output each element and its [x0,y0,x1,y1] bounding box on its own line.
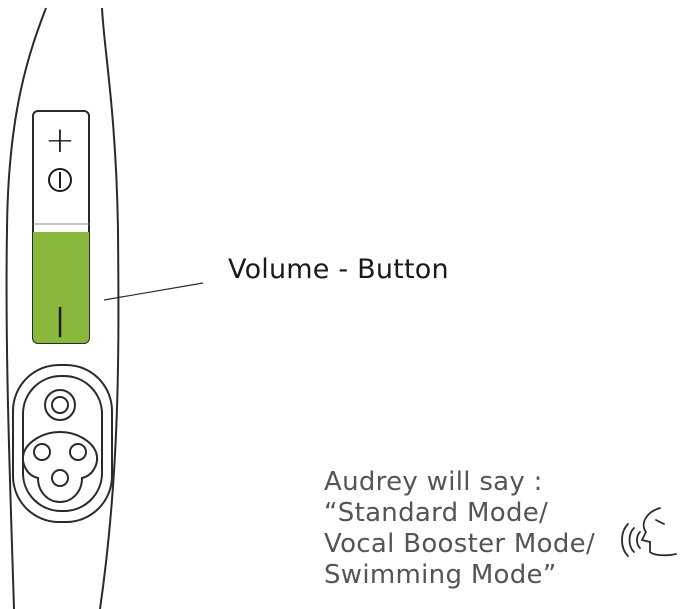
volume-down-button[interactable]: | [33,232,89,343]
top-round-button[interactable] [44,389,76,421]
cluster-left-button[interactable] [33,443,51,461]
headband-left-edge [5,7,47,609]
announcement-line: Vocal Booster Mode/ [324,529,596,559]
cluster-outline [22,430,98,504]
power-icon [48,168,72,192]
volume-up-power-button[interactable]: + [45,120,75,192]
lower-button-housing-outer [12,364,113,523]
plus-symbol: + [45,120,75,161]
cluster-right-button[interactable] [69,443,87,461]
cluster-bottom-button[interactable] [51,469,69,487]
announcement-line: Swimming Mode” [324,560,557,590]
announcement-line: Audrey will say : [324,467,543,497]
volume-button-highlight [33,232,89,343]
callout-leader-line [103,282,204,301]
speaking-head-icon [621,507,677,557]
announcement-text: Audrey will say : “Standard Mode/ Vocal … [324,467,595,591]
minus-symbol: | [55,303,65,338]
volume-button-label: Volume - Button [228,254,449,285]
announcement-line: “Standard Mode/ [324,498,549,528]
lower-button-housing-inner [22,375,103,512]
headband-right-edge [99,7,120,609]
